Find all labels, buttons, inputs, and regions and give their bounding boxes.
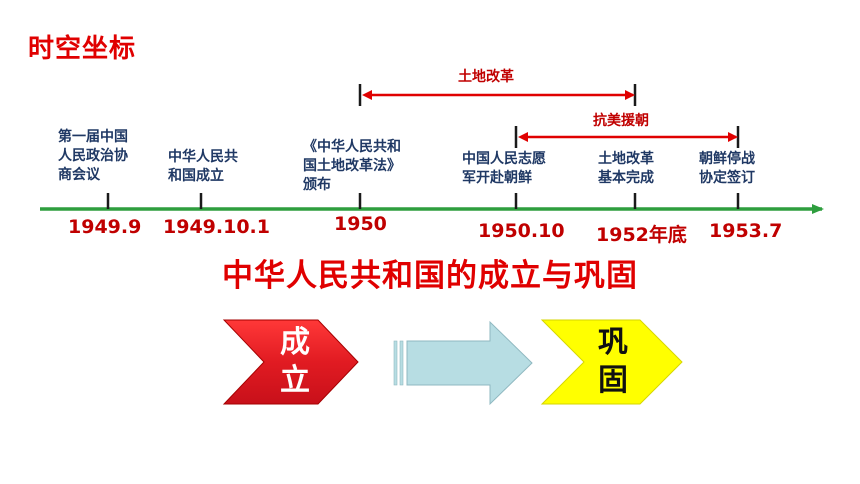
date-1950-10: 1950.10: [478, 220, 565, 242]
flow-graphic: [222, 319, 683, 406]
span-label-land-reform: 土地改革: [458, 69, 514, 85]
event-cppcc: 第一届中国 人民政治协 商会议: [58, 129, 128, 183]
chevron-consolidate-text: 巩 固: [590, 324, 636, 400]
chevron-establish-text: 成 立: [272, 324, 318, 400]
chevron-consolidate-line2: 固: [598, 363, 628, 398]
arrow-transition: [393, 320, 533, 406]
date-1953-7: 1953.7: [709, 220, 783, 242]
chevron-consolidate: [540, 319, 683, 405]
date-1950: 1950: [334, 213, 387, 235]
event-land-reform-law: 《中华人民共和 国土地改革法》 颁布: [303, 139, 401, 193]
chevron-consolidate-line1: 巩: [598, 325, 628, 360]
slide-heading: 中华人民共和国的成立与巩固: [222, 258, 638, 294]
event-prc-founding: 中华人民共 和国成立: [168, 149, 238, 184]
date-1949-9: 1949.9: [68, 216, 142, 238]
event-volunteers-korea: 中国人民志愿 军开赴朝鲜: [462, 151, 546, 186]
chevron-establish: [222, 319, 359, 405]
span-label-korea: 抗美援朝: [593, 113, 649, 129]
timeline-graphic: [40, 84, 824, 214]
date-1952: 1952年底: [596, 224, 687, 246]
event-armistice: 朝鲜停战 协定签订: [699, 151, 755, 186]
chevron-establish-line1: 成: [280, 325, 310, 360]
chevron-establish-line2: 立: [280, 363, 310, 398]
date-1949-10-1: 1949.10.1: [163, 216, 270, 238]
slide-title: 时空坐标: [28, 34, 137, 64]
event-land-reform-complete: 土地改革 基本完成: [598, 151, 654, 186]
